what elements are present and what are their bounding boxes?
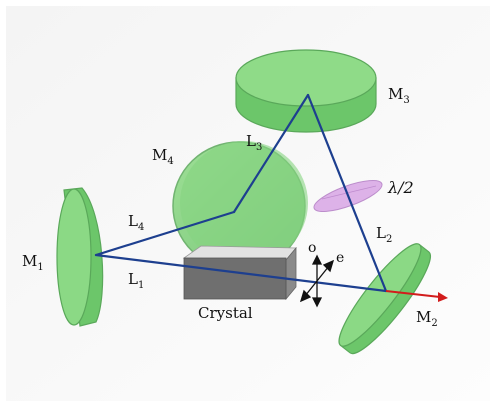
label-l2: L2 [376, 224, 392, 245]
mirror-m3 [235, 49, 377, 133]
beam-l3 [232, 93, 310, 214]
beam-l4 [94, 210, 236, 257]
label-axis-o: o [308, 240, 316, 256]
crystal-block [182, 245, 297, 301]
beam-path [94, 93, 388, 293]
mirror-m2 [338, 243, 431, 355]
label-waveplate: λ/2 [387, 178, 414, 197]
label-l4: L4 [128, 212, 144, 233]
label-m1: M1 [22, 252, 44, 273]
label-m4: M4 [152, 146, 174, 167]
label-m3: M3 [388, 85, 410, 106]
polarization-axes [299, 254, 335, 308]
beam-l2 [306, 93, 388, 293]
output-beam [385, 290, 448, 302]
label-m2: M2 [416, 308, 438, 329]
label-crystal: Crystal [198, 304, 253, 322]
label-axis-e: e [336, 250, 344, 266]
mirror-m1 [56, 187, 104, 327]
beam-l1 [94, 253, 388, 293]
label-l1: L1 [128, 270, 144, 291]
label-l3: L3 [246, 132, 262, 153]
